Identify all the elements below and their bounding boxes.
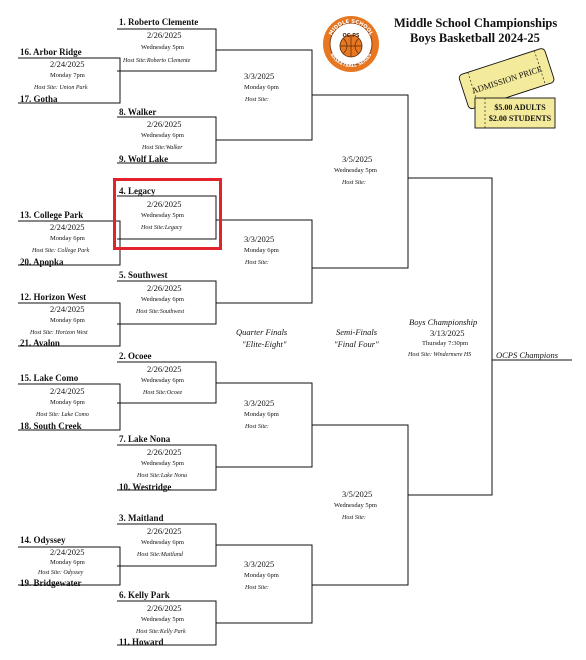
- game-time: Monday 6pm: [244, 411, 279, 418]
- team-label: 14. Odyssey: [20, 535, 66, 545]
- game-date: 3/3/2025: [244, 234, 275, 244]
- game-time: Monday 7pm: [50, 72, 85, 79]
- winner-label: OCPS Champions: [496, 350, 559, 360]
- team-label: 12. Horizon West: [20, 292, 87, 302]
- game-time: Monday 6pm: [50, 317, 85, 324]
- team-label: 17. Gotha: [20, 94, 58, 104]
- game-date: 2/26/2025: [147, 119, 182, 129]
- game-time: Wednesday 6pm: [141, 132, 184, 139]
- game-date: 2/26/2025: [147, 364, 182, 374]
- game-time: Monday 6pm: [244, 572, 279, 579]
- game-date: 3/5/2025: [342, 489, 373, 499]
- round-label-semi-finals: Semi-Finals: [336, 327, 378, 337]
- game-date: 2/24/2025: [50, 547, 85, 557]
- game-date: 2/26/2025: [147, 447, 182, 457]
- host-site: Host Site:: [245, 585, 269, 591]
- host-site: Host Site:Lake Nona: [137, 473, 187, 479]
- round-label-elite-eight: "Elite-Eight": [242, 339, 287, 349]
- team-label: 10. Westridge: [119, 482, 172, 492]
- game-time: Wednesday 5pm: [141, 460, 184, 467]
- admission-ticket-icon: ADMISSION PRICE $5.00 ADULTS $2.00 STUDE…: [458, 48, 556, 129]
- team-label: 18. South Creek: [20, 421, 82, 431]
- team-label: 1. Roberto Clemente: [119, 17, 199, 27]
- ticket-students: $2.00 STUDENTS: [489, 114, 552, 123]
- game-date: 2/24/2025: [50, 59, 85, 69]
- team-label: 21. Avalon: [20, 338, 60, 348]
- championship-title: Boys Championship: [409, 317, 478, 327]
- host-site: Host Site:Southwest: [136, 309, 185, 315]
- team-label: 9. Wolf Lake: [119, 154, 169, 164]
- game-date: 3/5/2025: [342, 154, 373, 164]
- header-title-line2: Boys Basketball 2024-25: [410, 31, 540, 45]
- game-date: 2/24/2025: [50, 304, 85, 314]
- team-label: 15. Lake Como: [20, 373, 79, 383]
- game-date: 2/26/2025: [147, 30, 182, 40]
- team-label: 7. Lake Nona: [119, 434, 171, 444]
- team-label: 19. Bridgewater: [20, 578, 82, 588]
- host-site: Host Site: Horizon West: [30, 330, 88, 336]
- team-label: 6. Kelly Park: [119, 590, 170, 600]
- host-site: Host Site: Union Park: [34, 85, 88, 91]
- host-site: Host Site:Legacy: [141, 225, 183, 231]
- game-time: Wednesday 6pm: [141, 377, 184, 384]
- host-site: Host Site: Lake Como: [36, 412, 89, 418]
- game-time: Wednesday 5pm: [334, 167, 377, 174]
- team-label: 4. Legacy: [119, 186, 156, 196]
- game-date: 3/3/2025: [244, 559, 275, 569]
- game-time: Wednesday 5pm: [141, 44, 184, 51]
- logo-emblem-text: OC PS: [343, 33, 360, 39]
- championship-date: 3/13/2025: [430, 328, 465, 338]
- host-site: Host Site:Kelly Park: [136, 629, 186, 635]
- team-label: 13. College Park: [20, 210, 84, 220]
- header-title-line1: Middle School Championships: [394, 16, 558, 30]
- highlight-box: [113, 178, 222, 250]
- host-site: Host Site:Walker: [142, 145, 183, 151]
- host-site: Host Site:Roberto Clemente: [123, 58, 191, 64]
- game-time: Monday 6pm: [50, 399, 85, 406]
- game-time: Monday 6pm: [50, 559, 85, 566]
- championship-host: Host Site: Windermere HS: [408, 352, 472, 358]
- game-time: Wednesday 5pm: [334, 502, 377, 509]
- host-site: Host Site:: [245, 260, 269, 266]
- game-date: 2/26/2025: [147, 199, 182, 209]
- ticket-adults: $5.00 ADULTS: [494, 103, 546, 112]
- game-date: 2/26/2025: [147, 526, 182, 536]
- host-site: Host Site:: [342, 180, 366, 186]
- game-date: 3/3/2025: [244, 71, 275, 81]
- team-label: 5. Southwest: [119, 270, 168, 280]
- team-label: 3. Maitland: [119, 513, 164, 523]
- host-site: Host Site:: [342, 515, 366, 521]
- game-time: Wednesday 6pm: [141, 296, 184, 303]
- ocps-basketball-logo-icon: MIDDLE SCHOOL BASKETBALL SERIES OC PS: [323, 16, 379, 72]
- championship-time: Thursday 7:30pm: [422, 340, 469, 347]
- game-time: Wednesday 6pm: [141, 539, 184, 546]
- game-time: Monday 6pm: [50, 235, 85, 242]
- host-site: Host Site:: [245, 97, 269, 103]
- round-label-quarter-finals: Quarter Finals: [236, 327, 288, 337]
- team-label: 8. Walker: [119, 107, 157, 117]
- game-time: Monday 6pm: [244, 84, 279, 91]
- team-label: 11. Howard: [119, 637, 164, 647]
- host-site: Host Site:Ocoee: [143, 390, 183, 396]
- game-time: Wednesday 5pm: [141, 212, 184, 219]
- team-label: 2. Ocoee: [119, 351, 152, 361]
- host-site: Host Site: Odyssey: [38, 570, 84, 576]
- game-time: Monday 6pm: [244, 247, 279, 254]
- game-date: 2/26/2025: [147, 283, 182, 293]
- team-label: 16. Arbor Ridge: [20, 47, 82, 57]
- game-date: 2/24/2025: [50, 222, 85, 232]
- game-time: Wednesday 5pm: [141, 616, 184, 623]
- host-site: Host Site: College Park: [32, 248, 90, 254]
- host-site: Host Site:Maitland: [137, 552, 183, 558]
- game-date: 3/3/2025: [244, 398, 275, 408]
- game-date: 2/26/2025: [147, 603, 182, 613]
- game-date: 2/24/2025: [50, 386, 85, 396]
- host-site: Host Site:: [245, 424, 269, 430]
- round-label-final-four: "Final Four": [334, 339, 379, 349]
- team-label: 20. Apopka: [20, 257, 64, 267]
